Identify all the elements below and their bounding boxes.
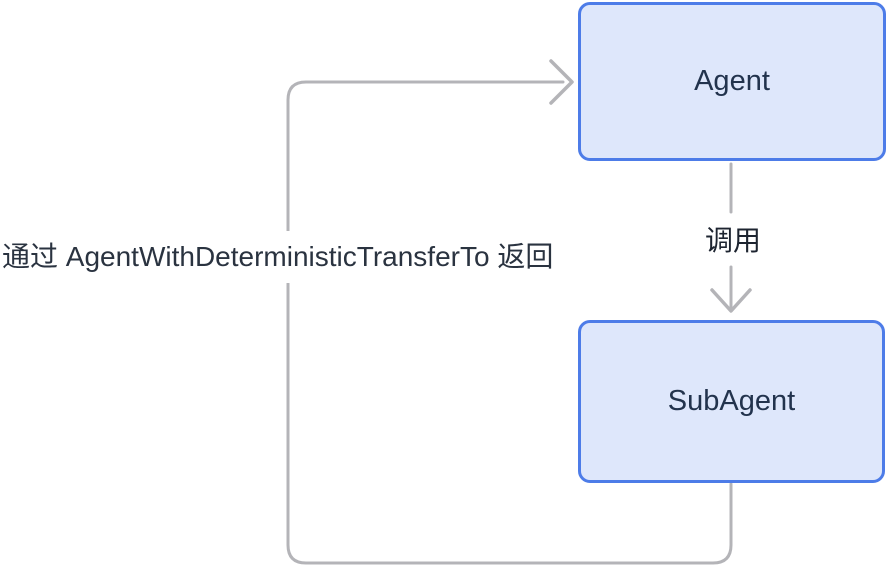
subagent-node: SubAgent — [578, 320, 885, 483]
arrowhead-right-icon — [549, 59, 574, 105]
agent-node-label: Agent — [694, 65, 770, 97]
return-edge-line — [286, 80, 733, 565]
call-edge-label: 调用 — [702, 219, 764, 259]
subagent-node-label: SubAgent — [667, 385, 796, 417]
return-edge-label: 通过 AgentWithDeterministicTransferTo 返回 — [2, 231, 554, 283]
agent-node: Agent — [578, 2, 886, 161]
arrowhead-down-icon — [710, 288, 752, 313]
